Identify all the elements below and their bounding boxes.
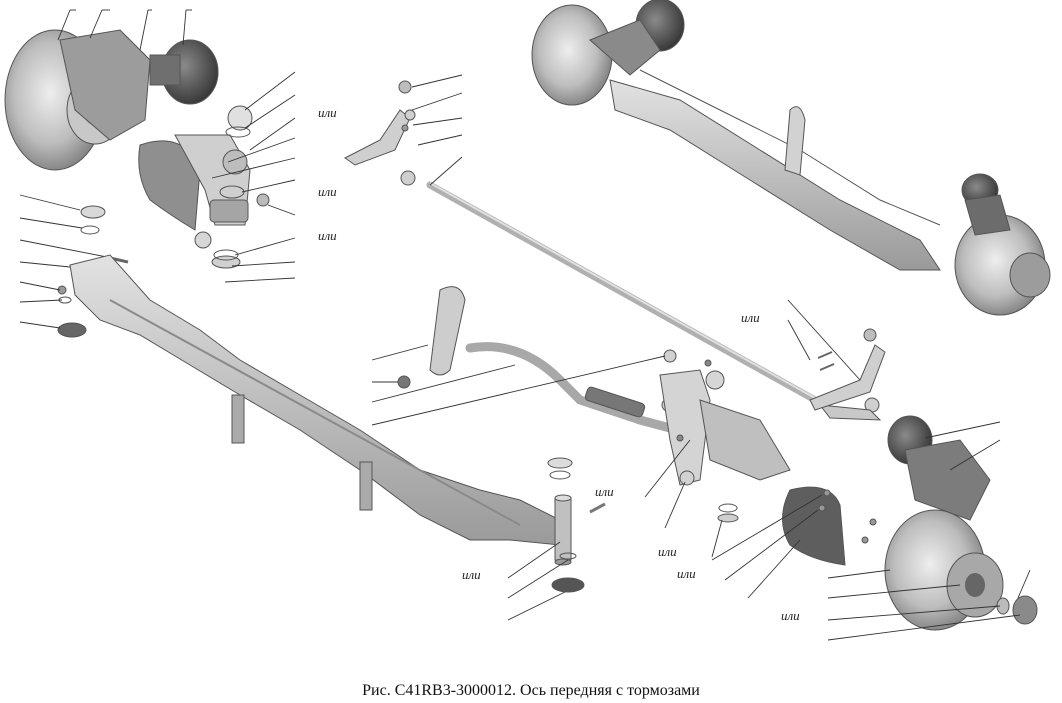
- leader-lines-shield-right: [711, 494, 823, 599]
- leader-lines-steering-arm: [411, 74, 463, 186]
- alternative-label: или: [595, 484, 614, 499]
- assembled-axle-top-right: [531, 0, 1051, 316]
- alternative-label: или: [318, 105, 337, 120]
- steering-arm-right: [809, 328, 886, 411]
- alternative-label: или: [318, 228, 337, 243]
- drag-link: [465, 342, 677, 433]
- alternative-label: или: [462, 567, 481, 582]
- brake-assembly-bottom-right: [884, 415, 1038, 631]
- leader-lines-top-left-knuckle: [211, 71, 296, 283]
- steering-knuckle-right: [659, 359, 791, 523]
- brake-assembly-top-left: [4, 29, 219, 171]
- leader-lines-drag-link: [371, 344, 666, 426]
- leader-lines-beam-right: [507, 541, 569, 621]
- alternative-label: или: [318, 184, 337, 199]
- leader-lines-knuckle-right: [644, 439, 723, 558]
- kingpin-parts-left: [57, 205, 129, 338]
- alternative-label: или: [741, 310, 760, 325]
- knuckle-and-shield-top-left: [138, 105, 270, 269]
- leader-lines-steering-arm-right: [787, 299, 861, 381]
- leader-lines-left-kingpin: [19, 194, 113, 329]
- kingpin-parts-right: [547, 457, 606, 593]
- front-axle-beam-main: [69, 254, 572, 566]
- alternative-label: или: [781, 608, 800, 623]
- alternative-label: или: [658, 544, 677, 559]
- alternative-label: или: [677, 566, 696, 581]
- pitman-arm: [397, 286, 466, 389]
- figure-caption: Рис. C41RB3-3000012. Ось передняя с торм…: [362, 682, 700, 699]
- leader-lines-top-left-brake: [57, 9, 192, 51]
- leader-lines-bottom-right-brake: [827, 421, 1031, 641]
- brake-shield-right: [782, 486, 877, 566]
- tie-rod-long: [400, 170, 882, 421]
- steering-arm-top: [344, 80, 416, 166]
